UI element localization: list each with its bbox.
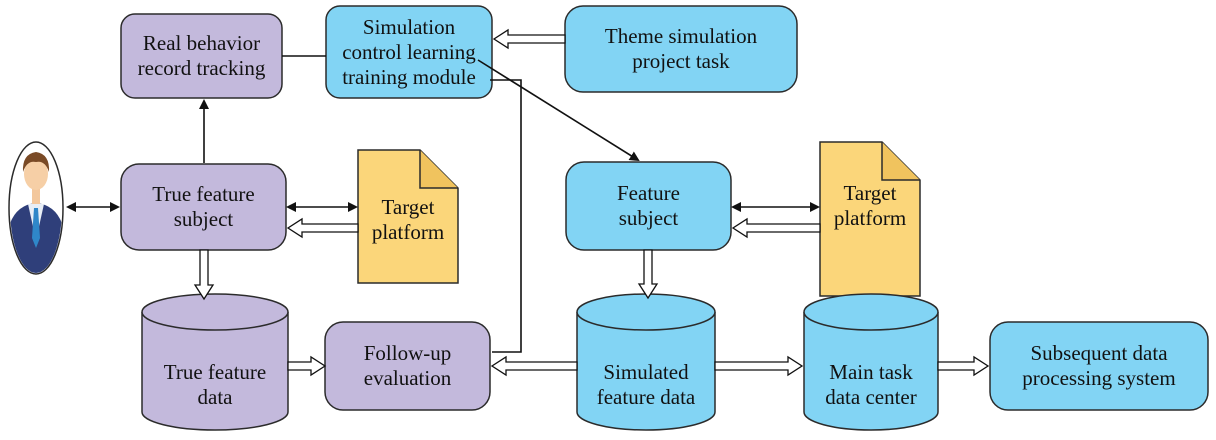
sim-control-box xyxy=(325,5,493,99)
arrow-sim-to-feature xyxy=(477,59,640,162)
target-platform-right-doc xyxy=(819,141,921,297)
hollow-arrow-doc-to-feature xyxy=(731,217,821,239)
real-behavior-label: Real behavior record tracking xyxy=(137,31,266,80)
subsequent-label: Subsequent data processing system xyxy=(1022,341,1176,390)
simulated-feature-data-label: Simulated feature data xyxy=(596,360,696,409)
line-sim-to-eval xyxy=(490,79,522,353)
hollow-arrow-doc-to-subject xyxy=(286,217,359,239)
hollow-arrow-main-to-subsequent xyxy=(937,355,990,377)
true-feature-data-cylinder xyxy=(141,293,289,431)
main-task-label: Main task data center xyxy=(825,360,917,409)
target-platform-right-label: Target platform xyxy=(833,181,907,230)
target-platform-left-doc xyxy=(357,149,459,284)
theme-sim-label: Theme simulation project task xyxy=(604,24,758,73)
hollow-arrow-subject-to-data xyxy=(193,249,215,301)
sim-control-label: Simulation control learning training mod… xyxy=(342,14,476,89)
subsequent-box xyxy=(989,321,1209,411)
simulated-feature-data-cylinder xyxy=(576,293,716,431)
true-feature-data-label: True feature data xyxy=(163,360,267,409)
user-avatar-icon xyxy=(8,141,64,275)
feature-subject-label: Feature subject xyxy=(617,181,680,230)
main-task-cylinder xyxy=(803,293,939,431)
true-feature-subject-label: True feature subject xyxy=(152,182,255,231)
hollow-arrow-theme-to-sim xyxy=(492,28,566,50)
followup-eval-label: Follow-up evaluation xyxy=(363,341,452,390)
hollow-arrow-data-to-eval xyxy=(287,355,327,377)
theme-sim-box xyxy=(564,5,798,93)
target-platform-left-label: Target platform xyxy=(371,195,445,244)
hollow-arrow-sim-to-main xyxy=(714,355,804,377)
hollow-arrow-sim-data-to-eval xyxy=(490,355,578,377)
hollow-arrow-feature-to-sim-data xyxy=(637,249,659,300)
